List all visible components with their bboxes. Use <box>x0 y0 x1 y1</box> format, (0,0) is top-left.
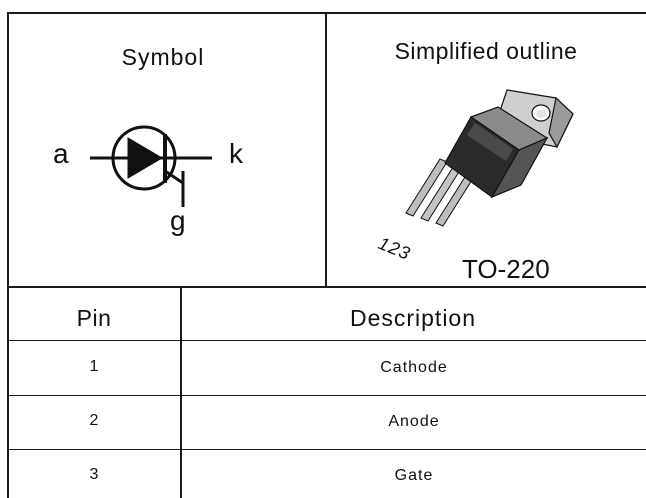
pin-description-2: Anode <box>388 413 440 430</box>
pin-column-header: Pin <box>76 305 112 331</box>
symbol-circle <box>111 125 177 191</box>
description-column-header: Description <box>349 305 477 331</box>
body-highlight <box>467 123 513 161</box>
body-side <box>490 136 549 199</box>
pin-number-2: 2 <box>89 412 99 429</box>
section-divider <box>8 286 646 288</box>
symbol-title: Symbol <box>121 44 205 70</box>
gate-diagonal <box>164 169 184 185</box>
row-divider-2 <box>8 395 646 396</box>
table-left-border <box>7 12 9 498</box>
row-divider-1 <box>8 340 646 341</box>
anode-terminal-label: a <box>53 138 69 169</box>
diode-triangle <box>127 137 163 179</box>
outline-title: Simplified outline <box>394 38 578 64</box>
gate-terminal-label: g <box>170 205 186 236</box>
to220-package-drawing <box>405 89 574 227</box>
header-divider-vertical <box>325 12 327 287</box>
row-divider-3 <box>8 449 646 450</box>
pin-description-3: Gate <box>394 467 434 484</box>
pin-description-1: Cathode <box>380 359 448 376</box>
plastic-body <box>444 106 549 199</box>
table-top-border <box>8 12 646 14</box>
package-label: TO-220 <box>462 254 550 284</box>
pin-number-3: 3 <box>89 466 99 483</box>
pin-number-1: 1 <box>89 358 99 375</box>
cathode-terminal-label: k <box>229 138 243 169</box>
column-divider-vertical <box>180 287 182 498</box>
scr-symbol <box>90 125 212 207</box>
